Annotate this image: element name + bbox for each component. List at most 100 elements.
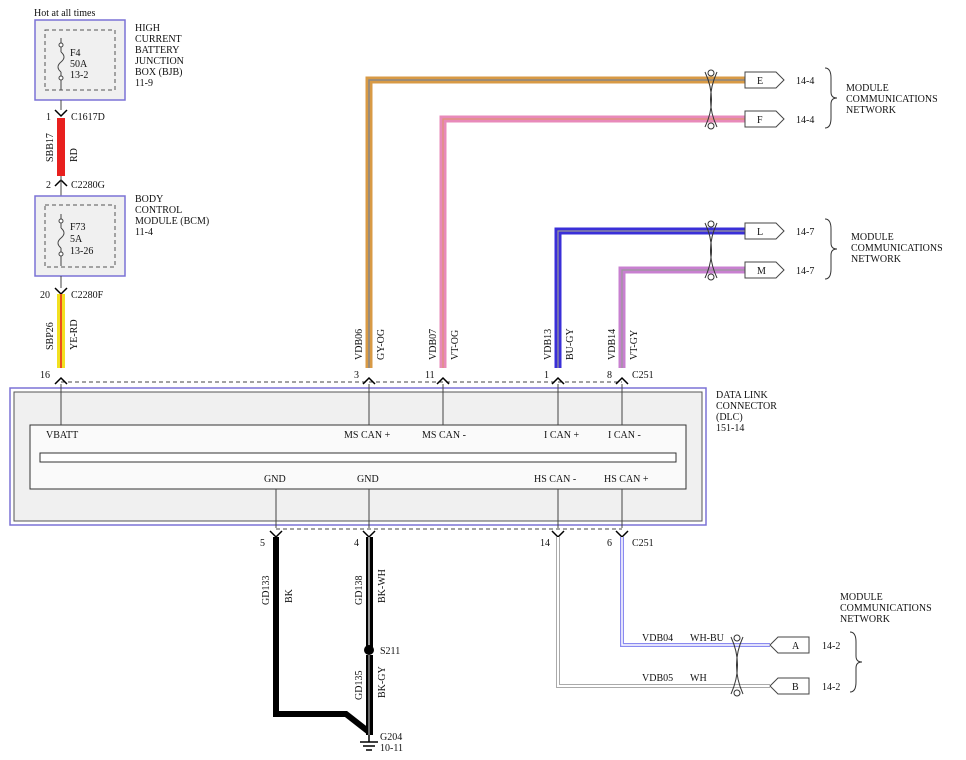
svg-text:20: 20 — [40, 290, 50, 301]
svg-text:14-2: 14-2 — [822, 682, 840, 693]
wire-vdb13 — [554, 227, 745, 368]
svg-text:14-4: 14-4 — [796, 115, 814, 126]
target-m[interactable]: M 14-7 — [744, 261, 814, 279]
svg-text:MODULE: MODULE — [840, 592, 883, 603]
bjb-fuse-rating: 50A — [70, 59, 88, 70]
wire-vdb07 — [439, 115, 745, 368]
bcm-fuse-id: F73 — [70, 222, 86, 233]
wire-vdb04 — [620, 537, 770, 647]
wire-gd133-color: BK — [284, 588, 295, 603]
svg-text:MODULE: MODULE — [851, 232, 894, 243]
svg-text:M: M — [757, 266, 766, 277]
svg-text:CONTROL: CONTROL — [135, 205, 182, 216]
ground-g204-page: 10-11 — [380, 743, 403, 754]
dlc-pin-11: 11 — [425, 370, 435, 381]
ground-g204-label: G204 — [380, 732, 402, 743]
connector-c1617d-label: C1617D — [71, 112, 105, 123]
svg-text:E: E — [757, 76, 763, 87]
dlc-pin-8: 8 — [607, 370, 612, 381]
wire-vdb04-label: VDB04 — [642, 633, 673, 644]
dlc-signal-ms-can-minus: MS CAN - — [422, 430, 466, 441]
wire-vdb13-label: VDB13 — [543, 329, 554, 360]
bjb-fuse-id: F4 — [70, 48, 81, 59]
dlc-pin-3: 3 — [354, 370, 359, 381]
target-f[interactable]: F 14-4 — [744, 110, 814, 128]
wire-vdb05 — [556, 537, 770, 688]
wire-gd133 — [273, 537, 371, 735]
bjb-fuse-page: 13-2 — [70, 70, 88, 81]
connector-c251-bottom-label: C251 — [632, 538, 654, 549]
svg-text:MODULE (BCM): MODULE (BCM) — [135, 216, 209, 227]
dlc-signal-i-can-minus: I CAN - — [608, 430, 641, 441]
brace-icon — [824, 67, 838, 129]
svg-text:DATA LINK: DATA LINK — [716, 390, 768, 401]
svg-text:2: 2 — [46, 180, 51, 191]
svg-text:14-7: 14-7 — [796, 227, 814, 238]
connector-c1617d-icon — [54, 109, 68, 118]
bcm-fuse-rating: 5A — [70, 234, 83, 245]
dlc-signal-gnd-1: GND — [264, 474, 286, 485]
svg-text:14-7: 14-7 — [796, 266, 814, 277]
svg-text:(DLC): (DLC) — [716, 412, 743, 423]
bjb-box: F4 50A 13-2 — [34, 19, 126, 101]
target-a[interactable]: A 14-2 — [769, 636, 840, 654]
svg-text:F: F — [757, 115, 763, 126]
dlc-signal-hs-can-plus: HS CAN + — [604, 474, 649, 485]
wire-vdb07-color: VT-OG — [450, 330, 461, 360]
svg-text:A: A — [792, 641, 800, 652]
connector-c2280g-label: C2280G — [71, 180, 105, 191]
wire-vdb06-color: GY-OG — [376, 329, 387, 360]
svg-text:1: 1 — [46, 112, 51, 123]
svg-text:HIGH: HIGH — [135, 23, 160, 34]
dlc-name: DATA LINK CONNECTOR (DLC) 151-14 — [716, 390, 777, 434]
wire-vdb13-color: BU-GY — [565, 328, 576, 360]
dlc-signal-gnd-2: GND — [357, 474, 379, 485]
wire-sbb17-color: RD — [69, 148, 80, 162]
twisted-pair-icon — [704, 69, 718, 130]
svg-text:COMMUNICATIONS: COMMUNICATIONS — [851, 243, 943, 254]
network-label-3: MODULE COMMUNICATIONS NETWORK — [840, 592, 932, 625]
dlc-pin-16: 16 — [40, 370, 50, 381]
dlc-pin-4: 4 — [354, 538, 359, 549]
svg-text:JUNCTION: JUNCTION — [135, 56, 184, 67]
svg-text:14-2: 14-2 — [822, 641, 840, 652]
wire-vdb06-label: VDB06 — [354, 329, 365, 360]
bjb-name: HIGH CURRENT BATTERY JUNCTION BOX (BJB) … — [135, 23, 184, 89]
hot-at-all-times-label: Hot at all times — [34, 8, 95, 19]
dlc-pin-6: 6 — [607, 538, 612, 549]
target-e[interactable]: E 14-4 — [744, 71, 814, 89]
wire-vdb07-label: VDB07 — [428, 329, 439, 360]
connector-c2280f-icon — [54, 287, 68, 296]
wire-gd138-color: BK-WH — [377, 569, 388, 603]
svg-text:NETWORK: NETWORK — [840, 614, 891, 625]
connector-c251-top-label: C251 — [632, 370, 654, 381]
target-b[interactable]: B 14-2 — [769, 677, 840, 695]
bcm-fuse-page: 13-26 — [70, 246, 93, 257]
wire-sbb17 — [57, 118, 65, 176]
target-l[interactable]: L 14-7 — [744, 222, 814, 240]
wire-vdb05-label: VDB05 — [642, 673, 673, 684]
wire-gd135-label: GD135 — [354, 671, 365, 700]
dlc-pin-1: 1 — [544, 370, 549, 381]
twisted-pair-icon — [730, 634, 744, 697]
svg-text:COMMUNICATIONS: COMMUNICATIONS — [846, 94, 938, 105]
wire-vdb14-label: VDB14 — [607, 329, 618, 360]
svg-text:CONNECTOR: CONNECTOR — [716, 401, 777, 412]
wire-gd133-label: GD133 — [261, 576, 272, 605]
splice-s211-icon — [364, 645, 374, 655]
dlc-signal-i-can-plus: I CAN + — [544, 430, 579, 441]
network-label-1: MODULE COMMUNICATIONS NETWORK — [846, 83, 938, 116]
svg-text:BOX (BJB): BOX (BJB) — [135, 67, 183, 78]
wire-vdb05-color: WH — [690, 673, 707, 684]
svg-text:14-4: 14-4 — [796, 76, 814, 87]
wire-vdb14-color: VT-GY — [629, 330, 640, 360]
svg-text:BODY: BODY — [135, 194, 163, 205]
connector-c2280f-label: C2280F — [71, 290, 104, 301]
ground-icon — [360, 735, 378, 751]
svg-text:11-9: 11-9 — [135, 78, 153, 89]
dlc-signal-hs-can-minus: HS CAN - — [534, 474, 576, 485]
svg-text:151-14: 151-14 — [716, 423, 744, 434]
dlc-signal-vbatt: VBATT — [46, 430, 78, 441]
svg-text:B: B — [792, 682, 799, 693]
